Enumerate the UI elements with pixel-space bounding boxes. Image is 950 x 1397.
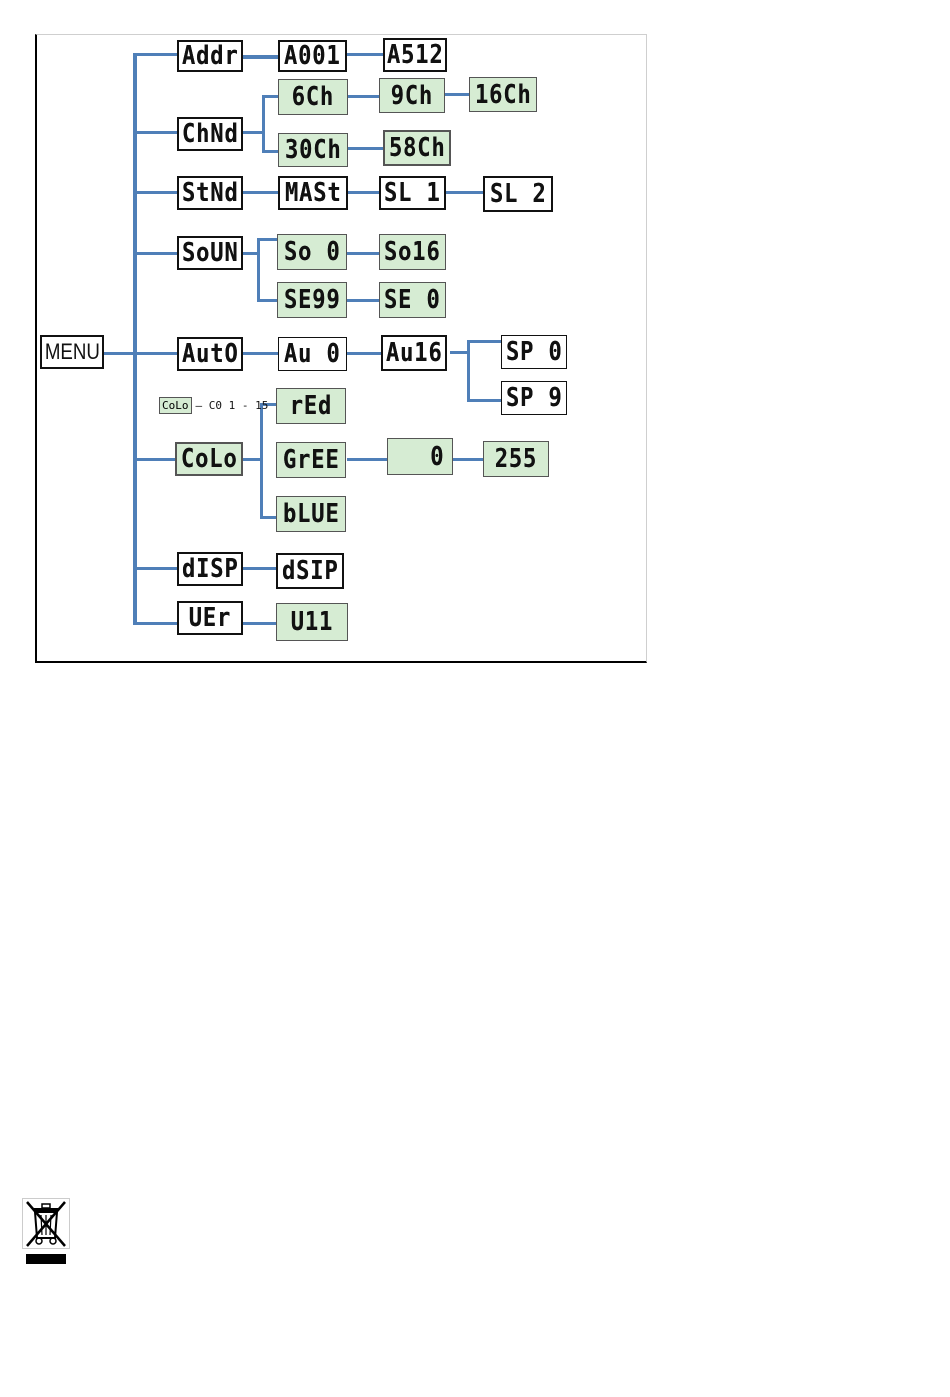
connector bbox=[242, 458, 262, 461]
connector bbox=[467, 399, 501, 402]
connector bbox=[347, 352, 381, 355]
connector bbox=[103, 352, 135, 355]
connector bbox=[133, 352, 177, 355]
node-30ch: 30Ch bbox=[278, 133, 348, 167]
menu-root: MENU bbox=[40, 335, 104, 369]
connector bbox=[347, 299, 379, 302]
node-sp0: SP 0 bbox=[501, 335, 567, 369]
node-16ch: 16Ch bbox=[469, 77, 537, 112]
node-colo: CoLo bbox=[175, 442, 243, 476]
node-se0: SE 0 bbox=[379, 282, 446, 318]
colo-note-box: CoLo bbox=[159, 397, 192, 414]
node-blue: bLUE bbox=[276, 496, 346, 532]
menu-tree-diagram: MENU Addr ChNd StNd SoUN AutO CoLo dISP … bbox=[35, 34, 647, 663]
node-stnd: StNd bbox=[177, 176, 243, 210]
node-sp9: SP 9 bbox=[501, 381, 567, 415]
node-chnd: ChNd bbox=[177, 117, 243, 151]
node-a512: A512 bbox=[383, 38, 447, 72]
node-disp: dISP bbox=[177, 552, 243, 586]
node-gree: GrEE bbox=[276, 442, 346, 478]
connector bbox=[133, 622, 177, 625]
connector bbox=[133, 53, 177, 56]
connector bbox=[347, 53, 383, 56]
connector bbox=[133, 567, 177, 570]
node-sl2: SL 2 bbox=[483, 176, 553, 212]
connector bbox=[133, 191, 177, 194]
connector bbox=[260, 403, 263, 519]
node-so0: So 0 bbox=[277, 234, 347, 270]
node-value-0: 0 bbox=[387, 438, 453, 475]
node-dsip: dSIP bbox=[276, 553, 344, 589]
connector bbox=[467, 340, 470, 402]
node-58ch: 58Ch bbox=[383, 130, 451, 166]
connector bbox=[453, 458, 483, 461]
colo-note-text: — C0 1 - 15 bbox=[196, 399, 269, 412]
node-red: rEd bbox=[276, 388, 346, 424]
node-9ch: 9Ch bbox=[379, 78, 445, 113]
connector bbox=[347, 458, 387, 461]
connector bbox=[257, 299, 277, 302]
connector bbox=[445, 93, 469, 96]
connector bbox=[133, 53, 137, 625]
connector bbox=[347, 147, 383, 150]
connector bbox=[133, 252, 177, 255]
connector bbox=[242, 191, 278, 194]
connector bbox=[257, 238, 260, 302]
connector bbox=[257, 238, 277, 241]
menu-label: MENU bbox=[44, 339, 99, 365]
connector bbox=[467, 340, 501, 343]
node-soun: SoUN bbox=[177, 236, 243, 270]
connector bbox=[242, 567, 278, 570]
connector bbox=[347, 252, 379, 255]
colo-note: CoLo — C0 1 - 15 bbox=[159, 397, 268, 414]
node-sl1: SL 1 bbox=[379, 176, 446, 210]
connector bbox=[242, 55, 278, 59]
connector bbox=[242, 622, 278, 625]
node-auto: AutO bbox=[177, 337, 243, 371]
node-au0: Au 0 bbox=[278, 337, 347, 371]
node-so16: So16 bbox=[379, 234, 446, 270]
node-mast: MASt bbox=[278, 176, 348, 210]
connector bbox=[133, 458, 177, 461]
node-u11: U11 bbox=[276, 603, 348, 641]
node-ver: UEr bbox=[177, 601, 243, 635]
node-se99: SE99 bbox=[277, 282, 347, 318]
connector bbox=[347, 191, 381, 194]
node-addr: Addr bbox=[177, 40, 243, 72]
node-au16: Au16 bbox=[381, 335, 447, 371]
node-6ch: 6Ch bbox=[278, 79, 348, 115]
crossed-out-wheelie-bin-icon bbox=[22, 1198, 70, 1266]
connector bbox=[262, 150, 278, 153]
connector bbox=[445, 191, 483, 194]
connector bbox=[133, 131, 177, 134]
connector bbox=[242, 352, 278, 355]
node-a001: A001 bbox=[278, 40, 347, 72]
node-value-255: 255 bbox=[483, 441, 549, 477]
connector bbox=[242, 131, 264, 134]
connector bbox=[260, 516, 276, 519]
connector bbox=[347, 95, 379, 98]
connector bbox=[262, 95, 278, 98]
connector bbox=[262, 95, 265, 151]
